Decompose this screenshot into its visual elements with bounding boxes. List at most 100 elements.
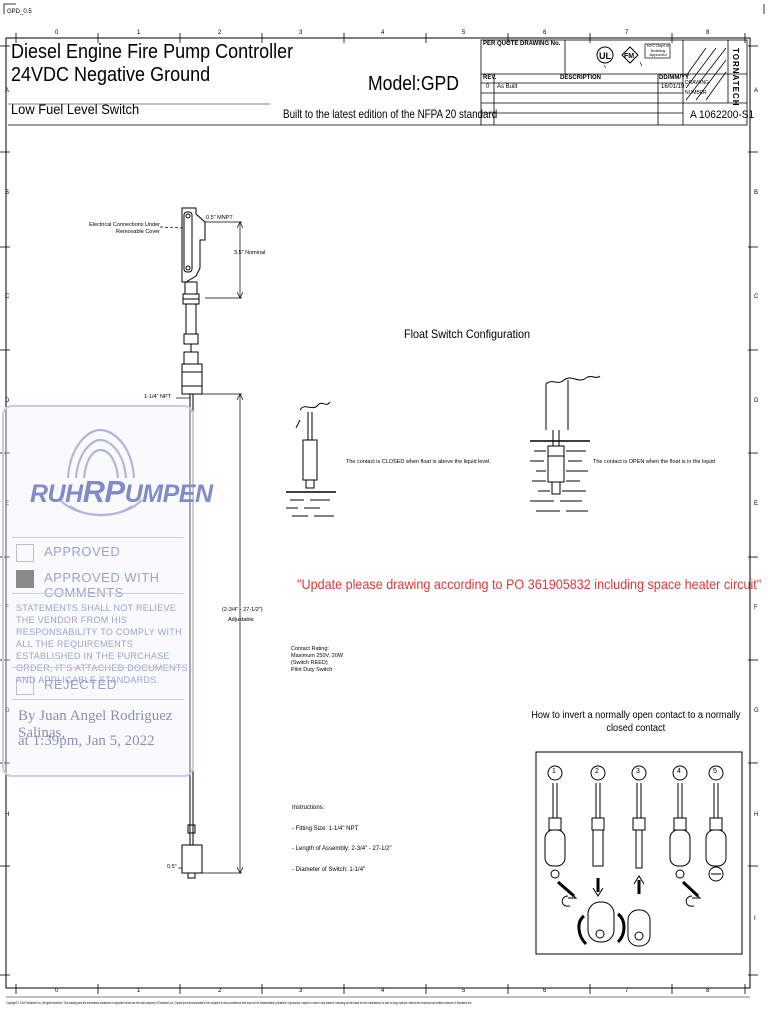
grid-col-b6: 6 [543,988,547,994]
instruction-item: - Length of Assembly: 2-3/4" - 27-1/2" [292,846,392,852]
side-brand: TORNATECH [731,48,740,107]
grid-col-7: 7 [625,30,629,36]
float-closed-text: The contact is CLOSED when float is abov… [346,459,491,465]
grid-row-b: B [5,190,10,196]
approved-label: APPROVED [44,544,121,559]
rev-number: 0 [486,84,490,90]
descr-header: DESCRIPTION [560,75,602,81]
grid-row-re: E [754,501,759,507]
invert-step-4: 4 [677,768,681,775]
rejected-label: REJECTED [44,677,117,692]
cert-note: NYC Dept of Building Approved [646,43,670,57]
contact-rating-line: Pilot Duty Switch [291,667,333,673]
contact-rating-line: Maximum 250V, 20W [291,653,344,659]
grid-col-6: 6 [543,30,547,36]
grid-row-ra: A [754,88,759,94]
grid-row-h: H [5,812,10,818]
grid-col-b0: 0 [55,988,59,994]
date-header: DD/MM/YY [659,75,689,81]
number-label: NUMBER [685,90,707,96]
rev-header: REV. [483,75,497,81]
grid-row-rf: F [754,605,758,611]
grid-row-f: F [5,605,9,611]
stamp-brand-rp: RP [82,474,126,509]
grid-col-3: 3 [299,30,303,36]
float-closed-diagram [286,401,336,517]
grid-col-b3: 3 [299,988,303,994]
svg-text:FM: FM [624,53,634,60]
invert-step-1: 1 [552,768,556,775]
model-label: Model:GPD [368,73,459,95]
grid-row-g: G [5,708,10,714]
grid-row-rg: G [754,708,759,714]
adjustable-label: Adjustable [228,617,254,623]
grid-col-2: 2 [218,30,222,36]
ruhrpumpen-logo-icon [59,428,143,517]
nominal-label: 3.5" Nominal [234,250,266,256]
instruction-item: - Diameter of Switch: 1-1/4" [292,867,366,873]
grid-col-1: 1 [137,30,141,36]
rev-description: As Built [497,84,518,90]
drawing-label: DRAWING [685,80,709,86]
grid-row-ri: I [754,916,756,922]
grid-row-rd: D [754,398,759,404]
contact-rating-line: Contact Rating: [291,646,329,652]
instruction-item: - Fitting Size: 1-1/4" NPT [292,826,359,832]
invert-title: How to invert a normally open contact to… [531,710,741,734]
grid-row-rc: C [754,294,759,300]
float-open-diagram [530,375,601,512]
grid-col-b8: 8 [706,988,710,994]
title-line1: Diesel Engine Fire Pump Controller [11,41,294,63]
npt-label: 1-1/4" NPT [144,394,172,400]
bottom-dim-label: 0.5" [167,864,177,870]
rejected-checkbox[interactable] [16,677,34,695]
mnpt-label: 0.5" MNPT [206,215,233,221]
invert-steps-panel [535,751,743,955]
contact-rating: Contact Rating: Maximum 250V, 20W (Switc… [291,646,343,674]
grid-col-b1: 1 [137,988,141,994]
invert-step-3: 3 [636,768,640,775]
length-label: (2-3/4" - 27-1/2") [222,607,263,613]
stamp-signature: By Juan Angel Rodriguez Salinas, [18,708,173,741]
invert-step-2: 2 [595,768,599,775]
approved-checkbox[interactable] [16,544,34,562]
grid-row-e: E [5,501,10,507]
grid-col-b5: 5 [462,988,466,994]
per-quote-label: PER QUOTE DRAWING No. [483,41,561,47]
stamp-signature-time: at 1:39pm, Jan 5, 2022 [18,733,155,749]
grid-row-rh: H [754,812,759,818]
invert-step-circles [547,765,724,781]
grid-row-rb: B [754,190,759,196]
built-to-label: Built to the latest edition of the NFPA … [283,107,498,121]
invert-step-figures [544,783,727,947]
grid-row-a: A [5,88,10,94]
grid-col-b4: 4 [381,988,385,994]
grid-col-4: 4 [381,30,385,36]
instructions-title: Instructions: [292,805,325,811]
drawing-number: A 1062200-S1 [690,109,755,121]
sheet-id: GPD_0.5 [7,9,32,15]
title-line3: Low Fuel Level Switch [11,101,140,117]
float-open-text: The contact is OPEN when the float is in… [593,459,715,465]
rev-date: 16/01/19 [661,84,685,90]
invert-step-5: 5 [713,768,717,775]
grid-col-b7: 7 [625,988,629,994]
grid-row-d: D [5,398,10,404]
stamp-brand: RUHRPUMPEN [30,474,213,509]
float-config-title: Float Switch Configuration [404,327,531,341]
approved-with-comments-checkbox[interactable] [16,570,34,588]
contact-rating-line: (Switch REED) [291,660,328,666]
grid-col-8: 8 [706,30,710,36]
title-line2: 24VDC Negative Ground [11,64,211,86]
grid-row-i: I [5,916,7,922]
grid-col-5: 5 [462,30,466,36]
svg-text:UL: UL [599,51,611,61]
ul-listing-icon: UL [596,46,614,64]
grid-col-b2: 2 [218,988,222,994]
grid-row-c: C [5,294,10,300]
electrical-connections-label: Electrical Connections Under Removable C… [89,222,160,235]
fm-approved-icon: FM [621,46,639,64]
review-comment: "Update please drawing according to PO 3… [297,576,762,592]
review-stamp: RUHRPUMPEN APPROVED APPROVED WITH COMMEN… [2,405,213,777]
